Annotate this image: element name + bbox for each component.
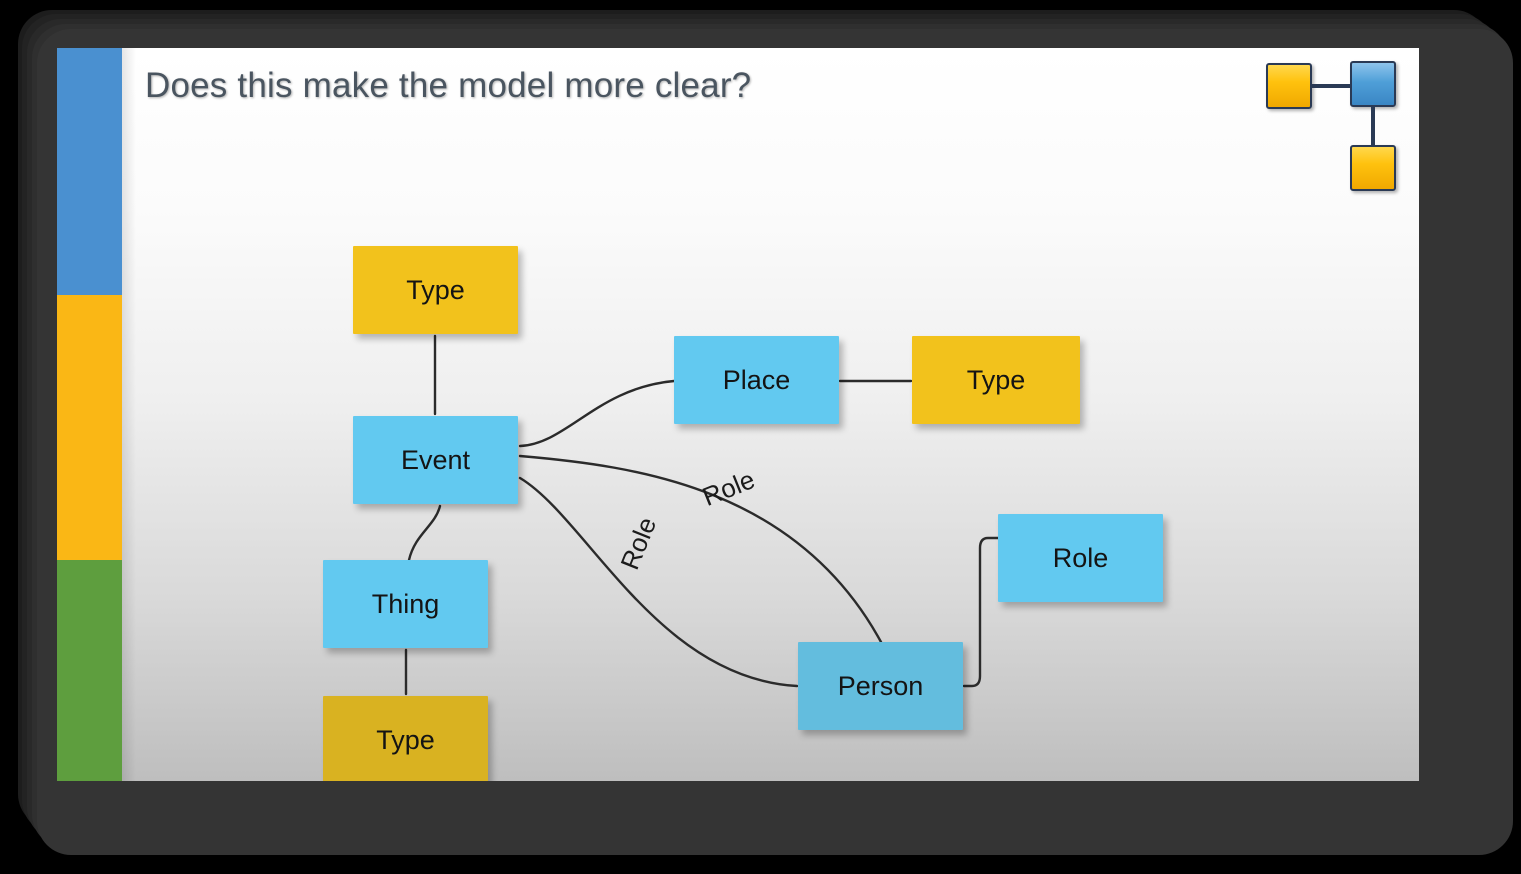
network-nodes-logo (1266, 53, 1411, 193)
node-label: Role (1052, 542, 1109, 573)
node-label: Type (406, 274, 465, 305)
edge-person-to-role (962, 536, 1000, 688)
logo-square-bottom-right (1350, 145, 1396, 191)
node-person[interactable]: Person (798, 642, 963, 730)
slide-title: Does this make the model more clear? (145, 66, 752, 105)
node-label: Type (376, 724, 435, 755)
node-label: Thing (371, 588, 440, 619)
node-type-thing[interactable]: Type (323, 696, 488, 781)
node-type-place[interactable]: Type (912, 336, 1080, 424)
node-label: Type (966, 364, 1026, 395)
sidebar-bar-blue (57, 48, 122, 295)
edge-event-to-thing (407, 504, 442, 562)
node-type-top[interactable]: Type (353, 246, 518, 334)
node-label: Person (837, 670, 924, 701)
sidebar-bar-green (57, 560, 122, 781)
sidebar-bar-orange (57, 295, 122, 560)
logo-connector-horizontal (1312, 84, 1352, 88)
node-place[interactable]: Place (674, 336, 839, 424)
node-label: Event (400, 444, 471, 475)
edge-event-to-person-role-1 (518, 454, 883, 644)
edge-event-to-place (518, 379, 676, 448)
logo-square-top-left (1266, 63, 1312, 109)
slide-canvas: Does this make the model more clear? (57, 48, 1419, 781)
concept-diagram: Type Event Place Type Thing Type Person (57, 48, 1419, 781)
node-label: Place (722, 364, 791, 395)
logo-connector-vertical (1371, 107, 1375, 147)
node-role[interactable]: Role (998, 514, 1163, 602)
diagram-edges (404, 334, 1000, 696)
edge-event-to-person-role-2 (518, 476, 799, 688)
node-thing[interactable]: Thing (323, 560, 488, 648)
node-event[interactable]: Event (353, 416, 518, 504)
